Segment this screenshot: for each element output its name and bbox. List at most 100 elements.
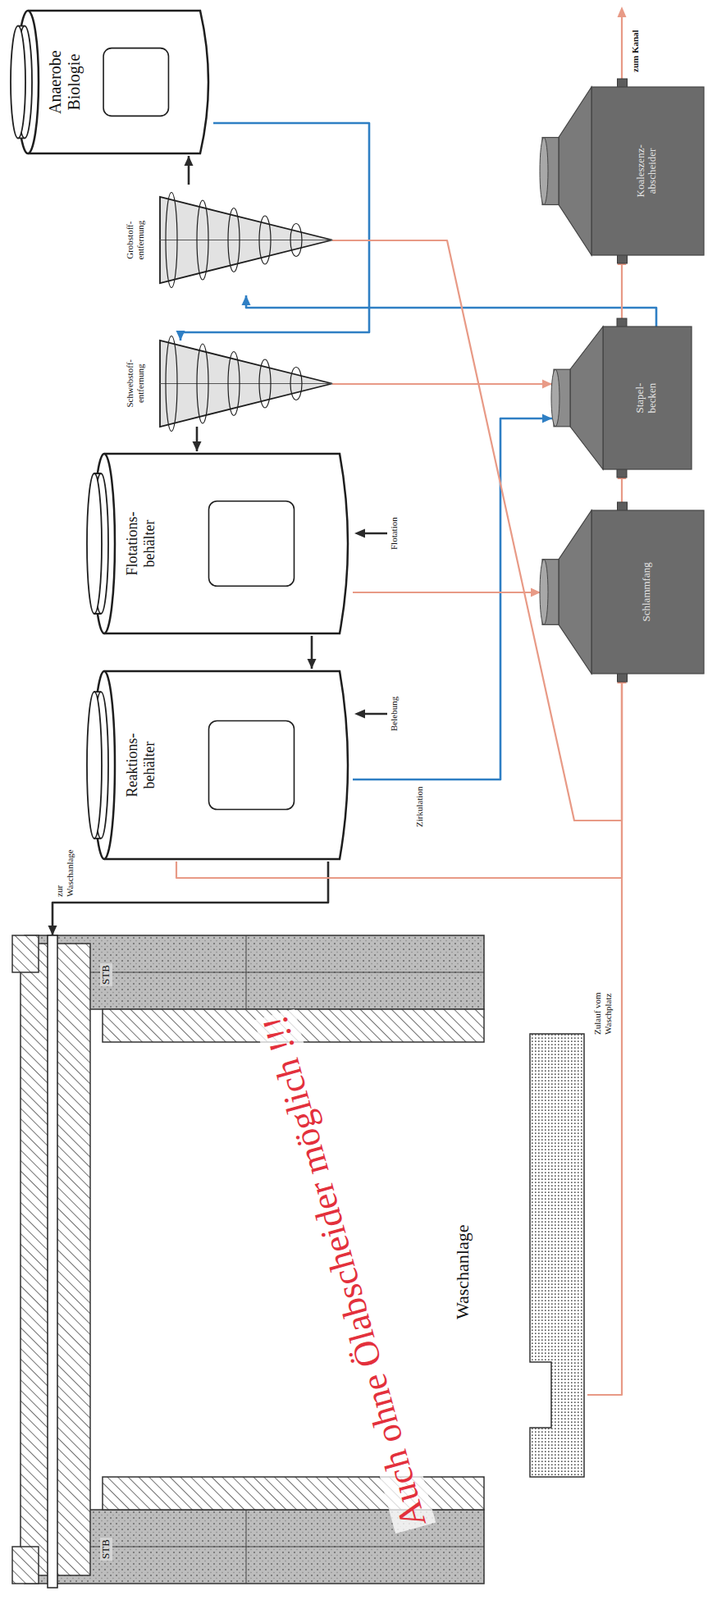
node-outline — [123, 340, 333, 427]
pipe-line — [246, 295, 657, 327]
tank-shoulder — [558, 86, 592, 256]
node-label: Schwebstoff- entfernung — [124, 359, 146, 407]
anaerobic-tank: Anaerobe Biologie — [9, 8, 214, 156]
hydrocyclone: Grobstoff- entfernung — [123, 184, 333, 296]
inflow-label: Belebung — [388, 696, 400, 731]
node-label: Stapel- becken — [634, 383, 659, 414]
beam-end — [12, 1546, 39, 1584]
spiral-winding — [228, 351, 240, 416]
pipe-line — [587, 673, 622, 1395]
watermark-note: Auch ohne Ölabscheider möglich !!! — [253, 1009, 435, 1534]
tank-body — [27, 10, 209, 154]
hydrocyclone: Schwebstoff- entfernung — [123, 340, 333, 427]
tank-lid — [86, 691, 102, 839]
tank-window — [209, 720, 295, 809]
spiral-winding — [196, 343, 209, 424]
pipe-connector — [184, 155, 194, 185]
node-label: Koaleszenz- abscheider — [634, 144, 660, 197]
tank-top — [539, 137, 549, 206]
pipe-connector — [307, 635, 317, 669]
pipe-connector — [617, 255, 627, 327]
node-outline — [9, 8, 214, 156]
pipe-line — [332, 383, 553, 385]
flotation-tank: Flotations- behälter — [86, 451, 353, 636]
edge-label: Zulauf vom Waschplatz — [592, 972, 613, 1036]
part-code: STB — [100, 1537, 113, 1561]
spiral-winding — [290, 223, 302, 257]
pipe-connector — [587, 673, 627, 1395]
inflow-arrow — [364, 712, 388, 716]
tank-shoulder — [558, 510, 592, 674]
tank-top — [551, 369, 560, 427]
pipe-connector — [48, 861, 329, 936]
arrow-head — [530, 588, 541, 598]
node-label: Waschanlage — [452, 1224, 473, 1320]
node-label: Grobstoff- entfernung — [124, 220, 146, 261]
pipe-line — [621, 255, 623, 327]
arrow-head — [354, 529, 366, 539]
beam-end — [12, 935, 39, 973]
tank-window — [209, 501, 295, 587]
tank-body — [104, 671, 348, 859]
node-outline — [540, 86, 704, 256]
tank-lid — [86, 473, 102, 614]
node-label: Flotations- behälter — [123, 511, 158, 576]
part-code: STB — [100, 963, 113, 987]
pipe-connector — [352, 414, 553, 781]
tank-body — [591, 86, 704, 256]
pipe-connector — [352, 588, 541, 598]
reaction-tank: Reaktions- behälter — [86, 668, 353, 862]
storage-tank: Stapel- becken — [552, 326, 692, 470]
inflow-arrow — [364, 532, 388, 535]
cone-body — [159, 196, 333, 284]
pillar-seam — [246, 935, 247, 1010]
node-outline — [123, 184, 333, 296]
spiral-winding — [165, 336, 178, 432]
node-label: Reaktions- behälter — [123, 733, 158, 798]
arrow-head — [542, 414, 553, 424]
cone-axis — [159, 383, 333, 384]
pipe-connector — [192, 426, 202, 452]
tank-body — [602, 326, 692, 470]
inflow-label: Flotation — [388, 516, 400, 550]
spiral-winding — [259, 215, 271, 265]
outflow-arrow — [621, 16, 623, 79]
sludge-trap: Schlammfang — [540, 510, 704, 674]
arrow-head — [184, 155, 194, 166]
tank-top — [539, 559, 549, 626]
arrow-head — [617, 6, 627, 18]
stone-pillar — [24, 935, 485, 1010]
spiral-winding — [165, 192, 178, 288]
pipe-line — [52, 861, 329, 936]
tank-lid — [10, 26, 26, 139]
spiral-winding — [290, 367, 302, 401]
arrow-head — [242, 295, 252, 306]
pipe-connector — [332, 240, 627, 821]
node-label: Schlammfang — [640, 561, 654, 622]
cone-axis — [159, 239, 333, 241]
arrow-head — [354, 709, 366, 719]
arrow-head — [48, 925, 58, 936]
arrow-head — [192, 441, 202, 452]
pipe-connector — [242, 295, 658, 327]
pillar-seam — [246, 1509, 247, 1584]
spiral-winding — [196, 200, 209, 280]
pillar-seam — [24, 972, 485, 973]
spiral-winding — [259, 359, 271, 408]
arrow-head — [307, 658, 317, 669]
outflow-label: zum Kanal — [630, 29, 641, 73]
tank-body — [591, 510, 704, 674]
pipe-line — [352, 591, 541, 594]
wash-pit — [529, 1033, 585, 1477]
water-pipe — [47, 935, 58, 1588]
arrow-head — [176, 330, 186, 341]
node-outline — [540, 510, 704, 674]
pipe-line — [352, 418, 553, 780]
node-outline — [552, 326, 692, 470]
pillar-seam — [24, 1546, 485, 1548]
pipe-line — [332, 240, 622, 821]
coalescence-separator: Koaleszenz- abscheider — [540, 86, 704, 256]
tank-window — [103, 48, 169, 117]
tank-shoulder — [570, 326, 603, 470]
